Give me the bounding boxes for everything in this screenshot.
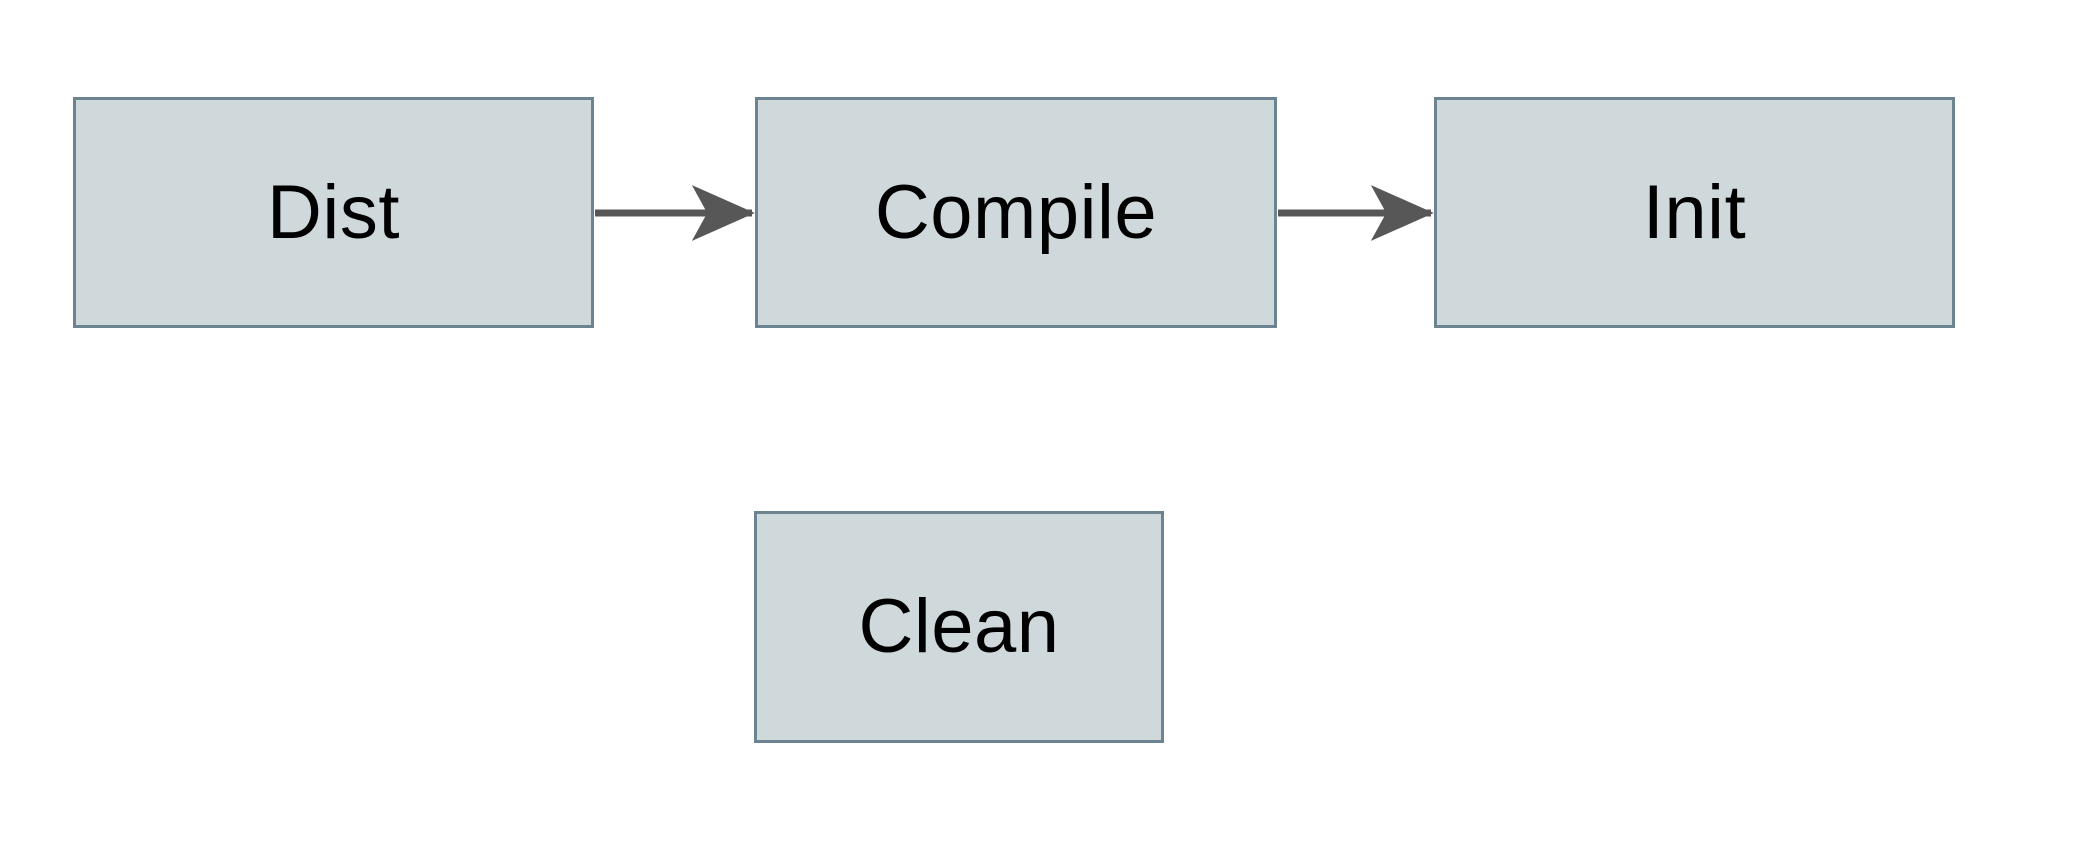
node-compile[interactable]: Compile bbox=[755, 97, 1277, 328]
node-clean-label: Clean bbox=[858, 584, 1060, 669]
node-dist[interactable]: Dist bbox=[73, 97, 594, 328]
node-dist-label: Dist bbox=[267, 169, 400, 255]
node-clean[interactable]: Clean bbox=[754, 511, 1164, 743]
node-init-label: Init bbox=[1642, 169, 1747, 255]
node-init[interactable]: Init bbox=[1434, 97, 1955, 328]
node-compile-label: Compile bbox=[874, 169, 1158, 255]
